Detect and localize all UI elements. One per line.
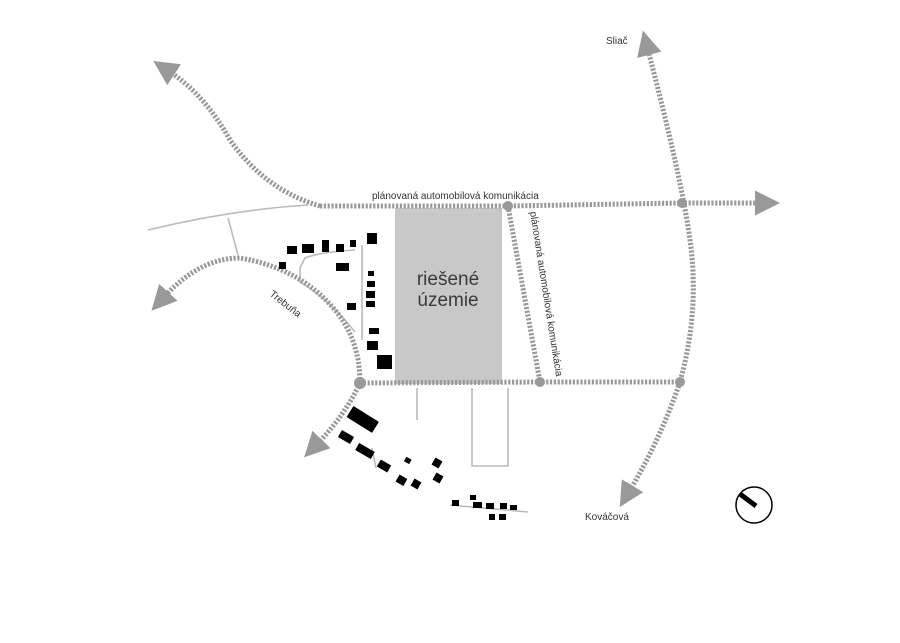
junction-4 (535, 377, 545, 387)
solved-area-label-line2: územie (417, 290, 478, 311)
compass-icon (735, 486, 773, 524)
building (287, 246, 297, 254)
building (367, 281, 375, 287)
sliac-kovacova-road (619, 30, 696, 508)
trebuna-road (151, 255, 363, 384)
north-west-road (153, 61, 321, 209)
building (367, 233, 377, 244)
building (336, 244, 344, 252)
building (510, 505, 517, 510)
building (431, 457, 443, 469)
south-west-road (304, 381, 363, 458)
building (302, 244, 314, 253)
building (470, 495, 476, 500)
junction-5 (675, 377, 685, 387)
planned-road-vertical (505, 205, 543, 383)
building (395, 474, 408, 486)
existing-road-branch (227, 217, 239, 256)
existing-road-west (147, 204, 309, 231)
building (366, 301, 375, 307)
junction-2 (677, 198, 687, 208)
building (337, 430, 355, 444)
solved-area (395, 208, 502, 384)
south-road-2 (471, 388, 509, 467)
building (346, 405, 379, 433)
junction-3 (354, 377, 366, 389)
building (410, 478, 422, 490)
building (403, 456, 412, 465)
building (350, 240, 356, 247)
building (377, 355, 392, 369)
building (489, 514, 495, 520)
building (452, 500, 459, 506)
label-sliac: Sliač (606, 36, 628, 47)
junctions (354, 198, 687, 389)
building (432, 472, 444, 484)
building (366, 291, 375, 298)
buildings (279, 233, 517, 520)
building (473, 502, 482, 508)
building (500, 503, 507, 509)
building (347, 303, 356, 310)
label-trebuna: Trebuňa (267, 289, 303, 321)
planned-road-top (320, 190, 780, 216)
settlement-loop-road (299, 249, 356, 333)
building (336, 263, 349, 271)
building (369, 328, 379, 334)
label-road-top: plánovaná automobilová komunikácia (372, 191, 539, 202)
building (368, 271, 374, 276)
building (322, 240, 329, 252)
label-kovacova: Kováčová (585, 512, 629, 523)
building (367, 341, 378, 350)
building (355, 443, 375, 459)
solved-area-label-line1: riešené (417, 269, 479, 290)
junction-1 (503, 201, 513, 211)
building (279, 262, 286, 269)
existing-roads (147, 204, 529, 513)
building (376, 459, 392, 473)
building (486, 503, 494, 509)
building (499, 514, 506, 520)
